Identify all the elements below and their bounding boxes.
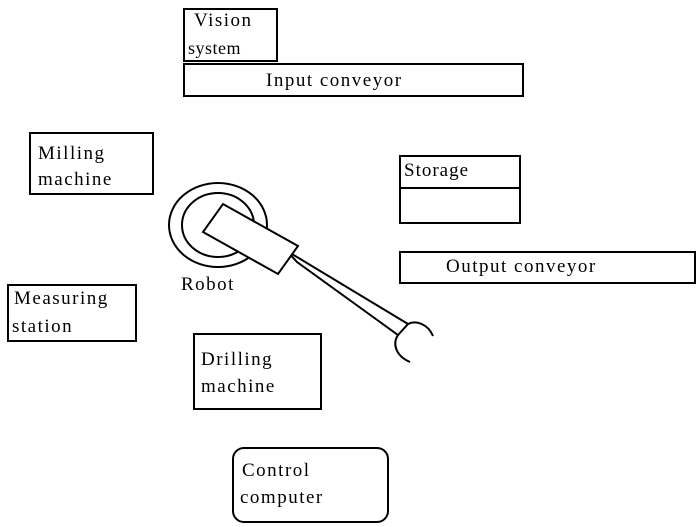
milling-machine-label-line2: machine [38, 169, 113, 190]
input-conveyor-label: Input conveyor [266, 70, 403, 91]
output-conveyor-label: Output conveyor [446, 256, 597, 277]
vision-system-label-line1: Vision [194, 10, 253, 31]
control-computer-box [232, 447, 389, 523]
control-computer-label-line2: computer [240, 487, 324, 508]
robot-label: Robot [181, 274, 235, 295]
measuring-station-box [7, 284, 137, 342]
control-computer-label-line1: Control [242, 460, 311, 481]
measuring-station-label-line1: Measuring [14, 288, 109, 309]
storage-label: Storage [404, 160, 470, 181]
milling-machine-box [29, 132, 154, 195]
drilling-machine-box [193, 333, 322, 410]
vision-system-box [183, 8, 278, 62]
output-conveyor-box [399, 251, 696, 284]
robot-arm-icon [201, 202, 434, 363]
storage-divider [399, 187, 521, 189]
milling-machine-label-line1: Milling [38, 143, 106, 164]
drilling-machine-label-line2: machine [201, 376, 276, 397]
vision-system-label-line2: system [188, 38, 242, 58]
storage-box [399, 155, 521, 224]
measuring-station-label-line2: station [12, 316, 74, 337]
input-conveyor-box [183, 63, 524, 97]
drilling-machine-label-line1: Drilling [201, 349, 274, 370]
